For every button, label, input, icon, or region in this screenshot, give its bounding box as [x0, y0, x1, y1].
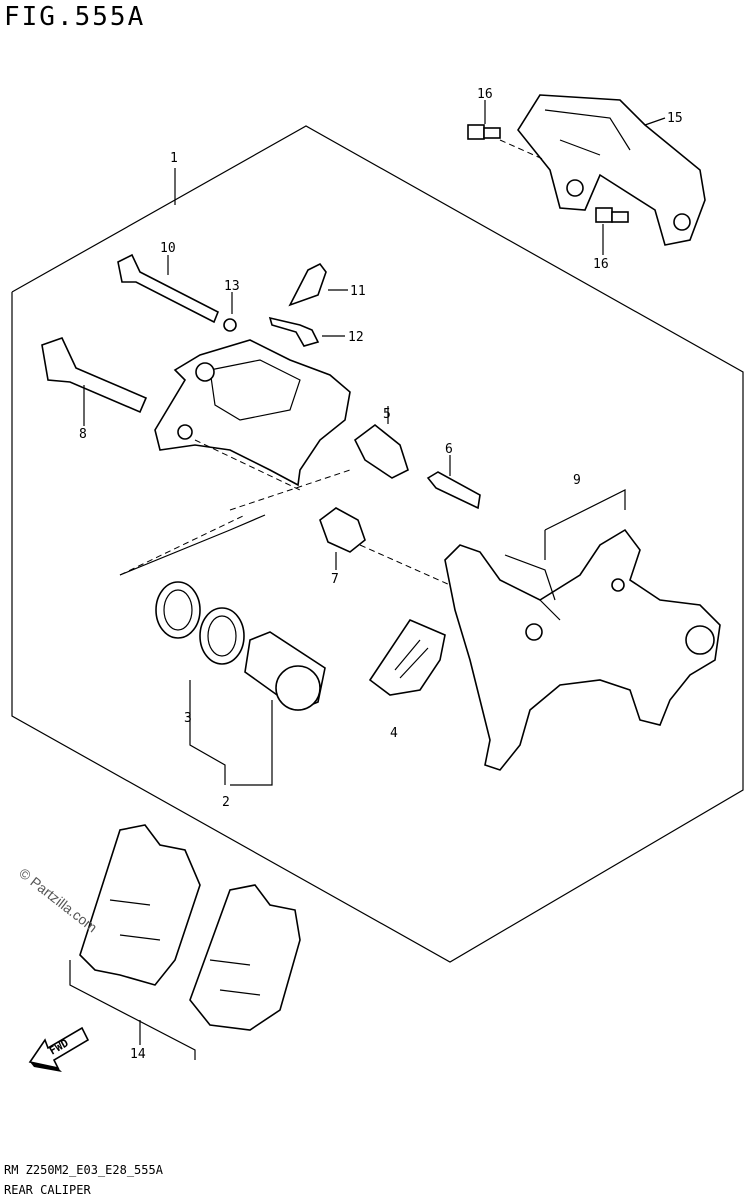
callout-11: 11: [350, 284, 366, 299]
callout-16-top: 16: [477, 87, 493, 102]
callout-6: 6: [445, 442, 453, 457]
callout-3: 3: [184, 711, 192, 726]
piston-seals-3: [155, 581, 245, 665]
pin-6: [426, 455, 481, 510]
footer-code: RM Z250M2_E03_E28_555A: [4, 1163, 163, 1177]
callout-12: 12: [348, 330, 364, 345]
callout-9: 9: [573, 473, 581, 488]
watermark: © Partzilla.com: [16, 865, 100, 936]
pin-boot-5: [353, 406, 409, 479]
piston-2: [244, 631, 326, 711]
caliper-bracket-9: [444, 489, 721, 771]
footer-name: REAR CALIPER: [4, 1183, 91, 1197]
pin-10: [117, 253, 220, 324]
brake-pads-14: [69, 824, 301, 1060]
callout-5: 5: [383, 407, 391, 422]
callout-10: 10: [160, 241, 176, 256]
boot-7: [319, 507, 451, 586]
callout-4: 4: [390, 726, 398, 741]
slide-pin-8: [41, 337, 148, 426]
callout-13: 13: [224, 279, 240, 294]
figure-title: FIG.555A: [4, 2, 146, 32]
bolt-16-top: [467, 100, 546, 161]
bleeder-screw-11: [288, 262, 348, 307]
bleeder-cap-12: [268, 316, 345, 347]
assembly-frame: [11, 125, 744, 963]
callout-1: 1: [170, 151, 178, 166]
forward-arrow-icon: FWD: [28, 1026, 90, 1072]
bolt-16-bottom: [595, 207, 629, 255]
washer-13: [223, 292, 237, 332]
callout-16-bottom: 16: [593, 257, 609, 272]
callout-7: 7: [331, 572, 339, 587]
caliper-bracket-15: [517, 94, 706, 246]
caliper-body: [154, 339, 351, 491]
callout-2: 2: [222, 795, 230, 810]
callout-14: 14: [130, 1047, 146, 1062]
pad-spring-4: [368, 619, 446, 696]
callout-8: 8: [79, 427, 87, 442]
callout-15: 15: [667, 111, 683, 126]
